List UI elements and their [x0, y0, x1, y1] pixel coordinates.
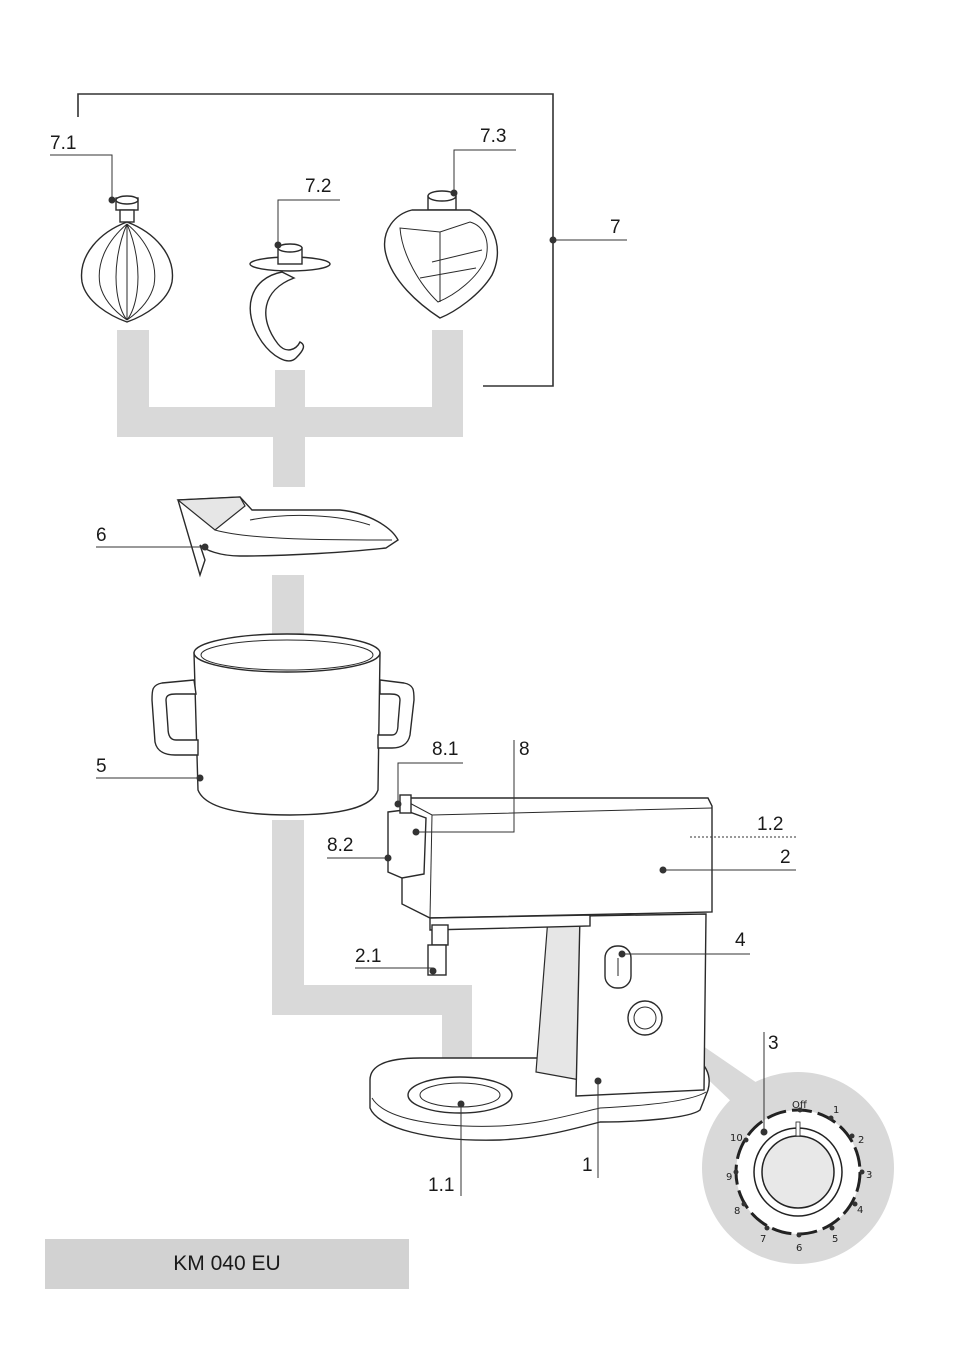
label-7-2: 7.2: [305, 176, 331, 197]
dial-7: 7: [760, 1234, 766, 1245]
label-2: 2: [780, 847, 791, 868]
label-8-1: 8.1: [432, 739, 458, 760]
mixer-head: [387, 794, 713, 976]
dial-10: 10: [730, 1133, 743, 1144]
label-7-3: 7.3: [480, 126, 506, 147]
dial-1: 1: [833, 1105, 839, 1116]
dial-9: 9: [726, 1172, 732, 1183]
bowl-lid: [176, 496, 399, 578]
label-8: 8: [519, 739, 530, 760]
dial-6: 6: [796, 1243, 802, 1254]
dial-8: 8: [734, 1206, 740, 1217]
whisk-attachment: [80, 195, 174, 323]
model-number-box: KM 040 EU: [45, 1239, 409, 1289]
dial-4: 4: [857, 1205, 863, 1216]
label-3: 3: [768, 1033, 779, 1054]
label-6: 6: [96, 525, 107, 546]
part-labels: 7.1 7.2 7.3 7 6 5 8.1 8 8.2 1.2 2 4 2.1 …: [50, 126, 791, 1196]
label-5: 5: [96, 756, 107, 777]
dough-hook-attachment: [249, 243, 331, 362]
label-1: 1: [582, 1155, 593, 1176]
speed-dial-closeup: Off 1 2 3 4 5 6 7 8 9 10: [702, 1072, 894, 1264]
flow-bands: [117, 330, 760, 1105]
flat-beater-attachment: [383, 190, 499, 319]
dial-2: 2: [858, 1135, 864, 1146]
bracket-7: [77, 93, 554, 387]
label-1-1: 1.1: [428, 1175, 454, 1196]
mixing-bowl: [151, 633, 415, 816]
label-1-2: 1.2: [757, 814, 783, 835]
label-2-1: 2.1: [355, 946, 381, 967]
model-number: KM 040 EU: [173, 1252, 281, 1275]
dial-3: 3: [866, 1170, 872, 1181]
dial-5: 5: [832, 1234, 838, 1245]
label-4: 4: [735, 930, 746, 951]
mixer-column: [535, 913, 707, 1097]
label-7-1: 7.1: [50, 133, 76, 154]
label-7: 7: [610, 217, 621, 238]
leader-lines: [50, 149, 796, 1196]
dial-off: Off: [792, 1100, 808, 1111]
label-8-2: 8.2: [327, 835, 353, 856]
